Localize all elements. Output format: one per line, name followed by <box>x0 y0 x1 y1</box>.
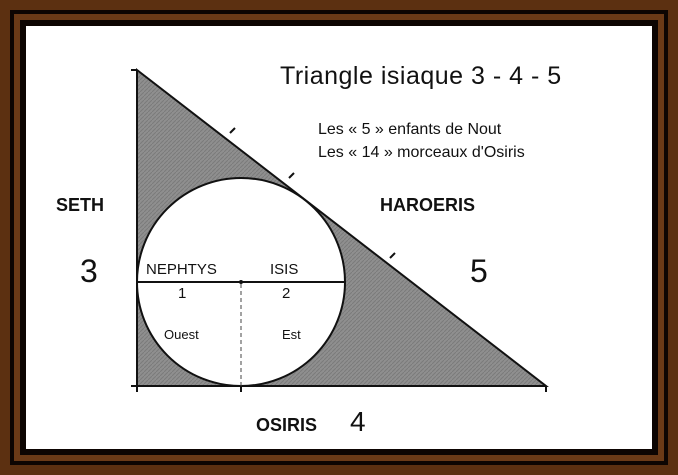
side-tick-marks <box>131 69 547 392</box>
side-label-vertical: SETH <box>56 195 105 215</box>
circle-left-name: NEPHTYS <box>146 261 217 278</box>
center-dot <box>239 280 243 284</box>
side-label-hypotenuse: HAROERIS <box>380 195 476 215</box>
circle-right-name: ISIS <box>270 261 299 278</box>
circle-right-number: 2 <box>282 285 291 302</box>
side-length-hypotenuse: 5 <box>470 253 488 289</box>
side-length-vertical: 3 <box>80 253 98 289</box>
subtitle-line-2: Les « 14 » morceaux d'Osiris <box>318 144 525 161</box>
side-length-base: 4 <box>350 406 366 437</box>
circle-left-number: 1 <box>178 285 187 302</box>
circle-left-direction: Ouest <box>164 327 199 342</box>
circle-right-direction: Est <box>282 327 301 342</box>
side-label-base: OSIRIS <box>256 415 318 435</box>
diagram-title: Triangle isiaque 3 - 4 - 5 <box>280 62 562 90</box>
subtitle-line-1: Les « 5 » enfants de Nout <box>318 121 502 138</box>
